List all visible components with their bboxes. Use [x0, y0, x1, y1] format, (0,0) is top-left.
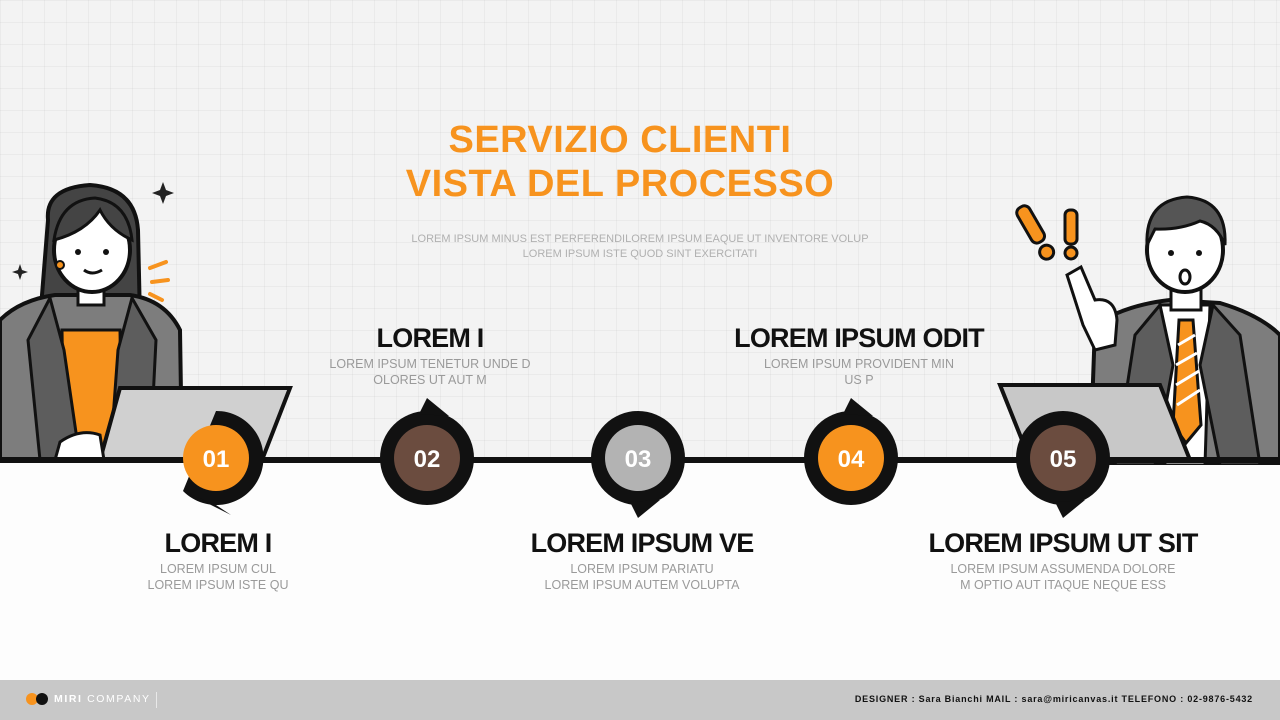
step-label-05: LOREM IPSUM UT SIT LOREM IPSUM ASSUMENDA… [908, 527, 1218, 593]
step-desc-line-1: LOREM IPSUM ASSUMENDA DOLORE [950, 562, 1176, 576]
step-title: LOREM I [376, 323, 485, 353]
footer-bar: MIRI COMPANY DESIGNER : Sara Bianchi MAI… [0, 680, 1280, 720]
step-circle [394, 425, 460, 491]
step-number: 01 [203, 446, 230, 473]
step-desc-line-2: LOREM IPSUM ISTE QU [147, 578, 289, 592]
exclamation-icon [1063, 208, 1079, 261]
logo-dot-orange [26, 693, 38, 705]
man-pointing-illustration [997, 195, 1280, 465]
step-marker-03: 03 [591, 411, 685, 518]
footer-contact: DESIGNER : Sara Bianchi MAIL : sara@miri… [854, 694, 1253, 704]
step-desc-line-2: US P [844, 373, 874, 387]
step-circle [818, 425, 884, 491]
logo-dot-black [36, 693, 48, 705]
step-title: LOREM IPSUM UT SIT [928, 528, 1198, 558]
logo-light: COMPANY [87, 693, 151, 705]
subtitle-line-2: LOREM IPSUM ISTE QUOD SINT EXERCITATI [522, 248, 758, 260]
step-label-02: LOREM I LOREM IPSUM TENETUR UNDE D OLORE… [310, 322, 550, 388]
step-title: LOREM IPSUM VE [530, 528, 755, 558]
page-subtitle: LOREM IPSUM MINUS EST PERFERENDILOREM IP… [330, 232, 950, 262]
step-circle [605, 425, 671, 491]
step-title: LOREM IPSUM ODIT [734, 323, 985, 353]
exclamation-icon [1015, 204, 1056, 261]
company-logo-text: MIRI COMPANY [54, 693, 151, 705]
step-number: 05 [1050, 446, 1077, 473]
logo-bold: MIRI [54, 693, 83, 705]
subtitle-line-1: LOREM IPSUM MINUS EST PERFERENDILOREM IP… [411, 233, 869, 245]
step-marker-04: 04 [804, 398, 898, 505]
sparkle-icon [12, 264, 28, 280]
step-circle [183, 425, 249, 491]
step-marker-05: 05 [1016, 411, 1110, 518]
step-number: 03 [625, 446, 652, 473]
step-desc-line-2: LOREM IPSUM AUTEM VOLUPTA [544, 578, 740, 592]
step-desc-line-2: OLORES UT AUT M [373, 373, 487, 387]
sparkle-icon [152, 182, 174, 204]
step-marker-02: 02 [380, 398, 474, 505]
step-desc-line-1: LOREM IPSUM PROVIDENT MIN [763, 357, 955, 371]
page-title: SERVIZIO CLIENTI VISTA DEL PROCESSO [240, 118, 1000, 206]
step-label-03: LOREM IPSUM VE LOREM IPSUM PARIATU LOREM… [492, 527, 792, 593]
step-desc-line-1: LOREM IPSUM CUL [160, 562, 276, 576]
step-number: 02 [414, 446, 441, 473]
step-desc-line-2: M OPTIO AUT ITAQUE NEQUE ESS [960, 578, 1166, 592]
step-title: LOREM I [164, 528, 273, 558]
step-number: 04 [838, 446, 865, 473]
step-circle [1030, 425, 1096, 491]
step-marker-01: 01 [183, 410, 264, 515]
title-line-2: VISTA DEL PROCESSO [405, 163, 835, 205]
step-label-04: LOREM IPSUM ODIT LOREM IPSUM PROVIDENT M… [709, 322, 1009, 388]
step-desc-line-1: LOREM IPSUM TENETUR UNDE D [329, 357, 531, 371]
footer-divider [156, 692, 157, 708]
woman-with-laptop-illustration [0, 182, 293, 462]
step-label-01: LOREM I LOREM IPSUM CUL LOREM IPSUM ISTE… [98, 527, 338, 593]
title-line-1: SERVIZIO CLIENTI [448, 119, 792, 161]
step-desc-line-1: LOREM IPSUM PARIATU [570, 562, 714, 576]
